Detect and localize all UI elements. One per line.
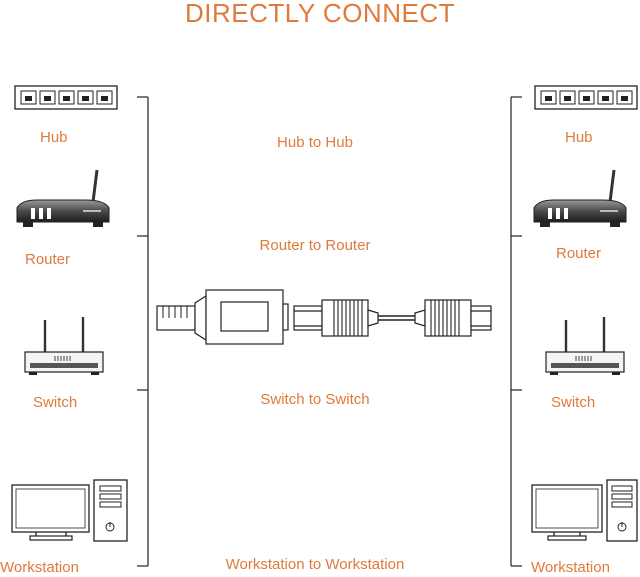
hub-icon — [14, 85, 118, 110]
right-label-hub: Hub — [565, 129, 593, 146]
connection-label-hub-to-hub: Hub to Hub — [277, 134, 353, 151]
left-label-hub: Hub — [40, 129, 68, 146]
workstation-icon — [11, 479, 128, 542]
workstation-icon-right — [531, 479, 638, 542]
connection-label-workstation-to-workstation: Workstation to Workstation — [225, 556, 405, 573]
left-label-workstation: Workstation — [0, 559, 79, 576]
page-title: DIRECTLY CONNECT — [185, 0, 455, 28]
right-label-router: Router — [556, 245, 602, 262]
left-label-router: Router — [25, 251, 71, 268]
connection-label-switch-to-switch: Switch to Switch — [260, 391, 370, 408]
right-label-switch: Switch — [551, 394, 596, 411]
connection-label-router-to-router: Router to Router — [259, 237, 371, 254]
hub-icon-right — [534, 85, 638, 110]
left-label-switch: Switch — [33, 394, 78, 411]
switch-icon-right — [545, 317, 625, 375]
router-icon — [16, 169, 110, 227]
switch-icon — [24, 317, 104, 375]
ethernet-cable-icon — [156, 289, 492, 345]
left-bracket — [137, 96, 149, 567]
right-label-workstation: Workstation — [531, 559, 610, 576]
router-icon-right — [533, 169, 627, 227]
right-bracket — [510, 96, 522, 567]
